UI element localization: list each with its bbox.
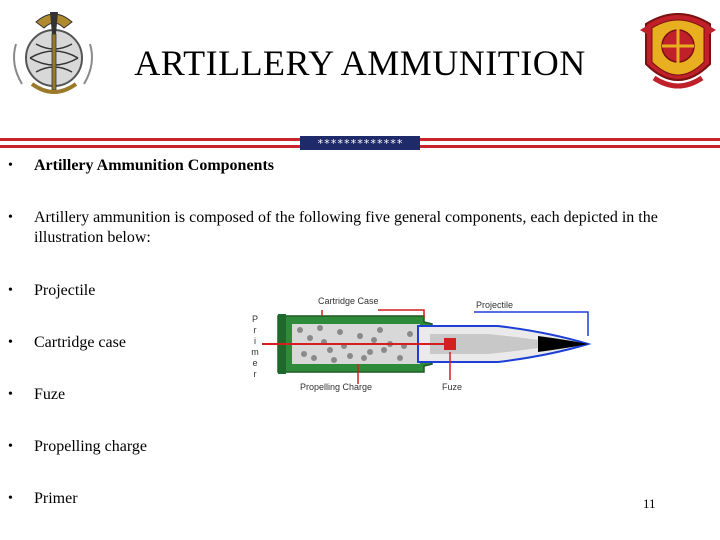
bullet-marker: • [8, 283, 13, 298]
bullet-marker: • [8, 335, 13, 350]
star-stripe-divider: ************* [0, 136, 720, 150]
bullet-text: Artillery ammunition is composed of the … [34, 209, 658, 246]
bullet-text: Projectile [34, 282, 96, 299]
primer-label-letter: P [252, 314, 258, 324]
ammunition-cutaway-diagram: Cartridge Case Projectile Propelling Cha… [251, 296, 592, 392]
primer-label-letter: r [254, 369, 257, 379]
page-number: 11 [643, 496, 656, 511]
divider-stars: ************* [317, 137, 403, 150]
bullet-marker: • [8, 439, 13, 454]
slide-title: ARTILLERY AMMUNITION [134, 43, 586, 83]
bullet-text: Fuze [34, 386, 66, 403]
bullet-marker: • [8, 491, 13, 506]
bullet-text: Cartridge case [34, 334, 126, 351]
projectile-label: Projectile [476, 300, 513, 310]
cartridge-case-label: Cartridge Case [318, 296, 379, 306]
primer-label-letter: r [254, 325, 257, 335]
bullet-marker: • [8, 210, 13, 225]
bullet-marker: • [8, 158, 13, 173]
bullet-text: Propelling charge [34, 438, 148, 455]
primer-label-letter: i [254, 336, 256, 346]
bullet-text: Primer [34, 490, 78, 507]
fuze-label: Fuze [442, 382, 462, 392]
bullet-text: Artillery Ammunition Components [34, 157, 274, 174]
primer-label-letter: m [251, 347, 259, 357]
bullet-marker: • [8, 387, 13, 402]
propelling-charge-label: Propelling Charge [300, 382, 372, 392]
eagle-globe-anchor-emblem-icon [13, 12, 93, 94]
primer-label-letter: e [252, 358, 257, 368]
red-gold-unit-insignia-icon [640, 13, 716, 89]
